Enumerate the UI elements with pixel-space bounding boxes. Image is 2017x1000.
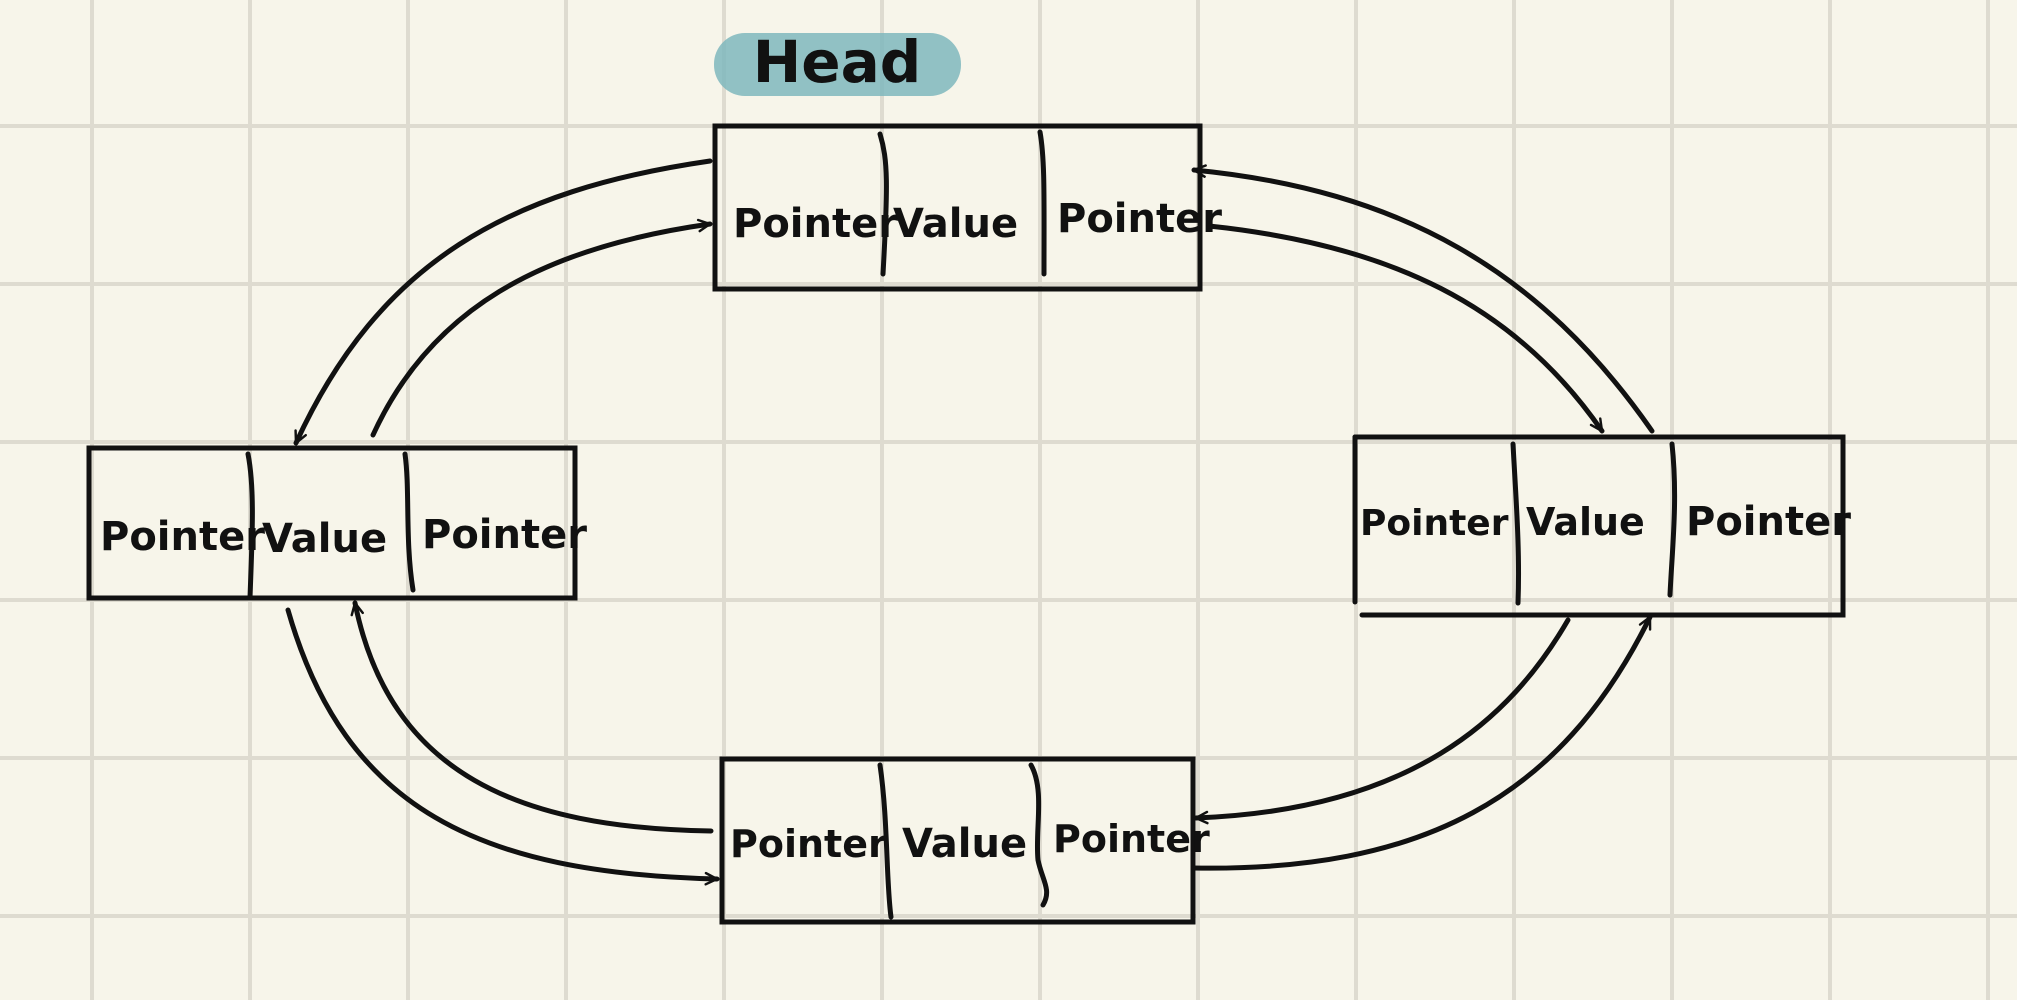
node-left-right-cell: Pointer (422, 512, 587, 558)
arrow-bottom-to-right (1190, 614, 1653, 871)
node-top (712, 123, 1203, 292)
head-badge: Head (714, 28, 961, 96)
arrow-right-to-bottom (1193, 617, 1571, 825)
node-left (86, 445, 578, 601)
node-bottom-left-cell: Pointer (730, 822, 887, 866)
node-top-middle-cell: Value (893, 201, 1018, 247)
arrow-right-to-top (1191, 164, 1655, 434)
node-top-left-cell: Pointer (733, 201, 898, 247)
node-bottom (719, 756, 1196, 925)
node-right-middle-cell: Value (1526, 500, 1645, 544)
node-right-right-cell: Pointer (1686, 499, 1851, 545)
arrow-bottom-to-left (350, 600, 714, 834)
arrow-top-to-right (1206, 223, 1605, 434)
node-right (1352, 434, 1846, 618)
arrow-left-to-top (370, 218, 713, 438)
head-label: Head (753, 28, 922, 96)
node-bottom-right-cell: Pointer (1053, 817, 1210, 861)
node-top-right-cell: Pointer (1057, 196, 1222, 242)
node-left-left-cell: Pointer (100, 514, 265, 560)
node-left-middle-cell: Value (262, 516, 387, 562)
node-right-left-cell: Pointer (1360, 503, 1509, 544)
node-bottom-middle-cell: Value (902, 821, 1027, 867)
arrow-left-to-bottom (285, 607, 720, 886)
arrow-top-to-left (293, 158, 713, 446)
